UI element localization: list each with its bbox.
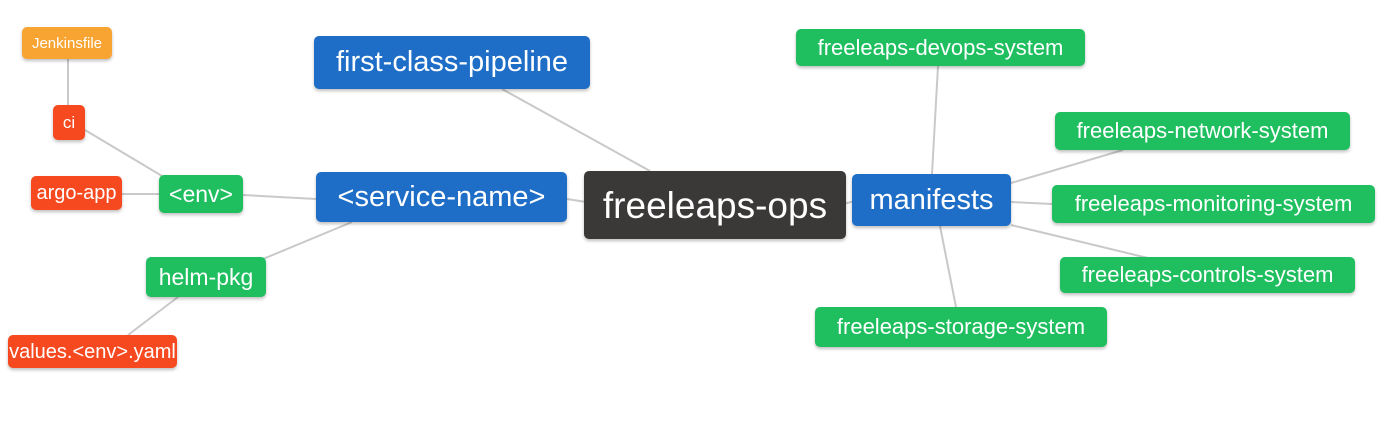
edge-manifests-monitoring: [1010, 201, 1053, 205]
node-service-name-label: <service-name>: [337, 180, 546, 213]
node-values-env-yaml[interactable]: values.<env>.yaml: [8, 335, 177, 368]
edge-pipeline-freeleaps-ops: [501, 88, 651, 172]
edge-service-name-helm-pkg: [262, 221, 353, 260]
node-freeleaps-ops-label: freeleaps-ops: [602, 184, 828, 226]
node-helm-pkg-label: helm-pkg: [158, 263, 254, 290]
node-manifests[interactable]: manifests: [852, 174, 1011, 226]
node-freeleaps-ops[interactable]: freeleaps-ops: [584, 171, 846, 239]
node-freeleaps-monitoring-system-label: freeleaps-monitoring-system: [1074, 191, 1353, 216]
node-freeleaps-storage-system[interactable]: freeleaps-storage-system: [815, 307, 1107, 347]
node-manifests-label: manifests: [869, 183, 994, 216]
node-freeleaps-devops-system-label: freeleaps-devops-system: [817, 34, 1064, 60]
node-env-label: <env>: [169, 180, 233, 207]
node-env[interactable]: <env>: [159, 175, 243, 213]
node-freeleaps-controls-system[interactable]: freeleaps-controls-system: [1060, 257, 1355, 293]
edge-service-name-ops: [566, 198, 587, 203]
node-first-class-pipeline[interactable]: first-class-pipeline: [314, 36, 590, 89]
edge-helm-pkg-values: [127, 296, 179, 336]
node-freeleaps-network-system-label: freeleaps-network-system: [1076, 118, 1329, 143]
node-freeleaps-monitoring-system[interactable]: freeleaps-monitoring-system: [1052, 185, 1375, 223]
node-service-name[interactable]: <service-name>: [316, 172, 567, 222]
edge-manifests-storage: [939, 225, 957, 308]
edge-manifests-network: [1010, 149, 1124, 184]
edge-manifests-devops: [931, 65, 939, 175]
node-jenkinsfile[interactable]: Jenkinsfile: [22, 27, 112, 59]
node-jenkinsfile-label: Jenkinsfile: [31, 34, 103, 52]
node-first-class-pipeline-label: first-class-pipeline: [335, 46, 569, 78]
node-values-env-yaml-label: values.<env>.yaml: [9, 340, 176, 363]
node-ci-label: ci: [62, 113, 76, 132]
node-freeleaps-network-system[interactable]: freeleaps-network-system: [1055, 112, 1350, 150]
edge-manifests-controls: [1010, 224, 1149, 259]
node-ci[interactable]: ci: [53, 105, 85, 140]
node-helm-pkg[interactable]: helm-pkg: [146, 257, 266, 297]
edge-ci-env: [84, 129, 163, 177]
node-freeleaps-devops-system[interactable]: freeleaps-devops-system: [796, 29, 1085, 66]
node-argo-app[interactable]: argo-app: [31, 176, 122, 210]
node-freeleaps-storage-system-label: freeleaps-storage-system: [836, 314, 1086, 339]
node-argo-app-label: argo-app: [36, 182, 117, 204]
edge-env-service-name: [242, 194, 317, 200]
node-freeleaps-controls-system-label: freeleaps-controls-system: [1081, 262, 1334, 287]
